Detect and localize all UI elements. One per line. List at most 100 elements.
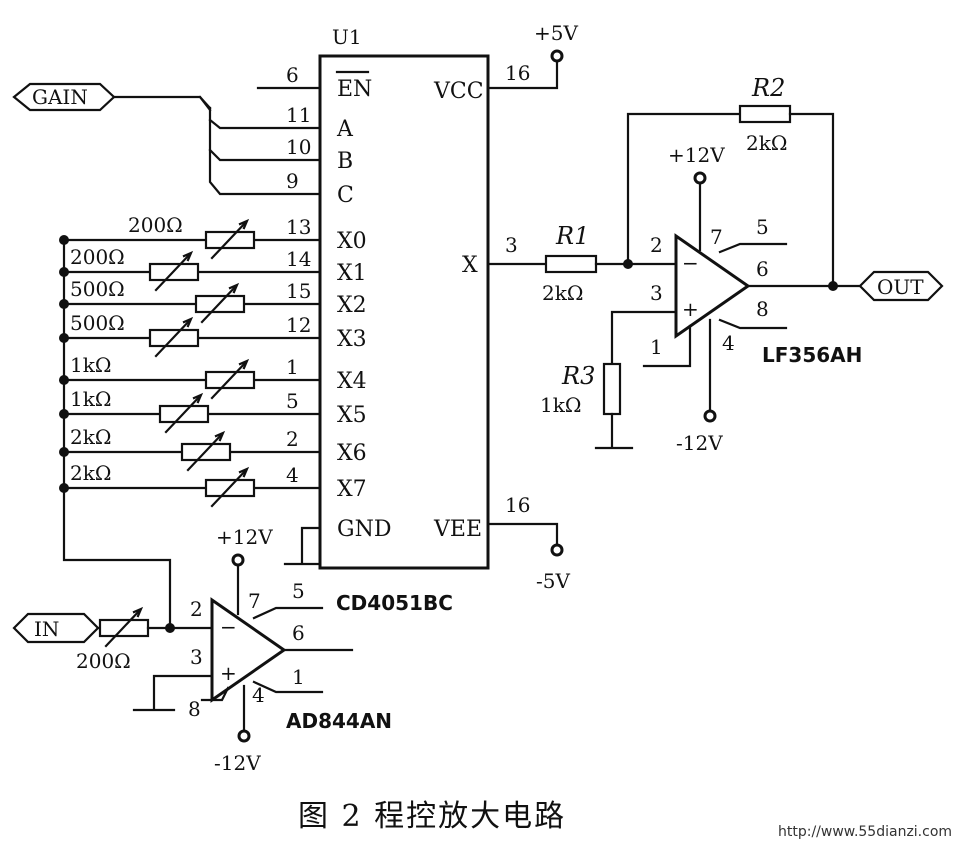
r3-resistor [602, 362, 622, 416]
r3-value: 1kΩ [540, 393, 581, 417]
ad844-minus12-label: -12V [214, 751, 261, 775]
ad844-pin8-stub [200, 686, 230, 702]
op1-plus12-label: +12V [668, 143, 725, 167]
op1-minus12-terminal [703, 409, 717, 423]
junction-out [828, 281, 838, 291]
mux-pin-num-9: 5 [286, 389, 299, 413]
lf356-opamp [674, 233, 751, 339]
lf356-pin3: 3 [650, 281, 663, 305]
ad844-pin2: 2 [190, 597, 203, 621]
in-pot-value: 200Ω [76, 649, 131, 673]
pot-arrowhead-7 [238, 466, 250, 478]
figure-caption: 图 2 程控放大电路 [298, 799, 566, 834]
mux-pin-x-num: 3 [505, 233, 518, 257]
gain-bus-a [208, 118, 322, 130]
lf356-pin8: 8 [756, 297, 769, 321]
r1-name: R1 [555, 222, 589, 250]
ad844-pin4: 4 [252, 683, 265, 707]
mux-pin-vee-label: VEE [433, 517, 482, 542]
ad844-pin5-stub [252, 606, 324, 620]
ad844-noninv-wire [152, 674, 214, 710]
fb-wire-right [788, 112, 835, 288]
mux-pin-num-11: 4 [286, 463, 299, 487]
pot-arrow-7 [210, 468, 248, 508]
ad844-plus12-terminal [231, 553, 245, 567]
op1-plus12-terminal [693, 171, 707, 185]
lf356-pin6: 6 [756, 257, 769, 281]
in-pot-arrow [104, 608, 142, 648]
gain-bus-c [208, 106, 322, 196]
mux-pin-num-1: 11 [286, 103, 311, 127]
pot-value-2: 500Ω [70, 277, 125, 301]
pot-arrowhead-5 [192, 392, 204, 404]
mux-pin-name-6: X2 [337, 293, 367, 318]
mux-pin-name-3: C [337, 183, 354, 208]
mux-pin-vcc-label: VCC [433, 79, 484, 104]
pot-arrowhead-1 [182, 250, 194, 262]
lf356-minus-sign: − [682, 251, 699, 275]
minus5v-label: -5V [536, 569, 570, 593]
r2-name: R2 [751, 74, 785, 102]
pot-value-4: 1kΩ [70, 353, 111, 377]
mux-pin-num-0: 6 [286, 63, 299, 87]
lf356-pin4: 4 [722, 331, 735, 355]
mux-pin-num-5: 14 [286, 247, 311, 271]
r2-resistor [738, 104, 792, 124]
ad844-opamp [210, 597, 287, 703]
pot-arrowhead-3 [182, 316, 194, 328]
mux-pin-x-label: X [462, 253, 478, 278]
pot-value-3: 500Ω [70, 311, 125, 335]
ad844-minus-sign: − [220, 615, 237, 639]
ad844-pin1: 1 [292, 665, 305, 689]
op1-minus12-label: -12V [676, 431, 723, 455]
mux-pin-num-8: 1 [286, 355, 299, 379]
vcc-wire [486, 60, 559, 90]
mux-pin-name-5: X1 [337, 261, 367, 286]
ad844-pin7: 7 [248, 589, 261, 613]
fb-wire-left [626, 112, 742, 266]
pot-arrow-3 [154, 318, 192, 358]
gain-port-label: GAIN [32, 85, 88, 109]
mux-pin-name-7: X3 [337, 327, 367, 352]
minus5v-terminal [550, 543, 564, 557]
pot-arrow-5 [164, 394, 202, 434]
mux-designator: U1 [332, 25, 362, 49]
op1-pin1-stub [642, 324, 692, 368]
gain-bus-wire [112, 95, 212, 112]
lf356-pin5: 5 [756, 215, 769, 239]
ad844-part-number: AD844AN [286, 709, 392, 733]
op1-pin8-stub [718, 318, 788, 330]
r1-value: 2kΩ [542, 281, 583, 305]
lf356-plus-sign: + [682, 297, 699, 321]
pot-arrow-2 [200, 284, 238, 324]
lf356-part-number: LF356AH [762, 343, 862, 367]
gnd-wire [300, 526, 322, 564]
mux-pin-vcc-num: 16 [505, 61, 530, 85]
in-pot-arrowhead [132, 606, 144, 618]
ad844-pin3: 3 [190, 645, 203, 669]
r2-value: 2kΩ [746, 131, 787, 155]
plus5v-terminal [550, 49, 564, 63]
pot-arrowhead-0 [238, 218, 250, 230]
plus5v-label: +5V [534, 21, 578, 45]
pot-value-7: 2kΩ [70, 461, 111, 485]
mux-pin-name-0: EN [337, 77, 372, 102]
in-port-label: IN [34, 617, 59, 641]
mux-part-number: CD4051BC [336, 591, 453, 615]
pot-arrowhead-6 [214, 430, 226, 442]
op1-pin5-stub [718, 242, 788, 254]
mux-pin-num-10: 2 [286, 427, 299, 451]
lf356-pin2: 2 [650, 233, 663, 257]
ad844-plus-sign: + [220, 661, 237, 685]
mux-pin-num-3: 9 [286, 169, 299, 193]
ad844-pin5: 5 [292, 579, 305, 603]
pot-value-5: 1kΩ [70, 387, 111, 411]
ad844-pin1-stub [252, 680, 324, 694]
gain-bus-entry [198, 95, 212, 110]
gain-bus-b [208, 148, 322, 162]
r3-name: R3 [561, 362, 595, 390]
mux-pin-vee-num: 16 [505, 493, 530, 517]
